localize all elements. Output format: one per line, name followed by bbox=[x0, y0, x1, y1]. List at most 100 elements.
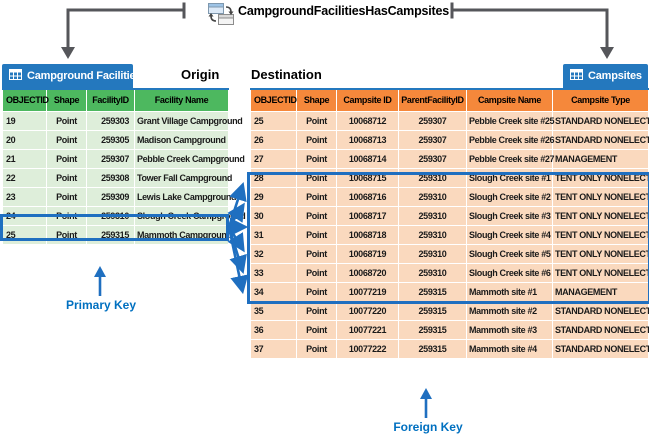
cell[interactable]: Point bbox=[296, 281, 337, 302]
cell[interactable]: 10068713 bbox=[336, 129, 399, 150]
cell[interactable]: Point bbox=[296, 243, 337, 264]
cell[interactable]: 10068716 bbox=[336, 186, 399, 207]
cell[interactable]: Point bbox=[46, 224, 87, 245]
tab-campground-facilities[interactable]: Campground Facilities ✕ bbox=[2, 64, 156, 88]
cell[interactable]: 10077222 bbox=[336, 338, 399, 359]
cell[interactable]: 25 bbox=[2, 224, 47, 245]
cell[interactable]: 10077219 bbox=[336, 281, 399, 302]
column-header[interactable]: OBJECTID bbox=[2, 88, 49, 112]
cell[interactable]: STANDARD NONELECTRIC bbox=[552, 110, 649, 131]
cell[interactable]: TENT ONLY NONELECTRIC bbox=[552, 186, 649, 207]
column-header[interactable]: OBJECTID bbox=[250, 88, 297, 112]
cell[interactable]: TENT ONLY NONELECTRIC bbox=[552, 205, 649, 226]
cell[interactable]: TENT ONLY NONELECTRIC bbox=[552, 167, 649, 188]
cell[interactable]: Mammoth site #2 bbox=[466, 300, 553, 321]
close-icon[interactable]: ✕ bbox=[146, 70, 156, 83]
cell[interactable]: Point bbox=[296, 148, 337, 169]
cell[interactable]: Slough Creek site #5 bbox=[466, 243, 553, 264]
column-header[interactable]: ParentFacilityID bbox=[398, 88, 467, 112]
column-header[interactable]: Shape bbox=[296, 88, 337, 112]
cell[interactable]: 259315 bbox=[86, 224, 135, 245]
cell[interactable]: 259310 bbox=[398, 186, 467, 207]
cell[interactable]: Slough Creek site #1 bbox=[466, 167, 553, 188]
cell[interactable]: 33 bbox=[250, 262, 297, 283]
cell[interactable]: 259315 bbox=[398, 319, 467, 340]
cell[interactable]: Tower Fall Campground bbox=[134, 167, 232, 188]
cell[interactable]: 22 bbox=[2, 167, 47, 188]
cell[interactable]: 36 bbox=[250, 319, 297, 340]
cell[interactable]: TENT ONLY NONELECTRIC bbox=[552, 224, 649, 245]
cell[interactable]: Slough Creek site #4 bbox=[466, 224, 553, 245]
cell[interactable]: 259307 bbox=[398, 129, 467, 150]
cell[interactable]: Point bbox=[296, 129, 337, 150]
cell[interactable]: Point bbox=[46, 186, 87, 207]
cell[interactable]: Point bbox=[296, 205, 337, 226]
cell[interactable]: Slough Creek Campground bbox=[134, 205, 246, 226]
column-header[interactable]: Facility Name bbox=[134, 88, 229, 112]
cell[interactable]: Mammoth site #3 bbox=[466, 319, 553, 340]
cell[interactable]: TENT ONLY NONELECTRIC bbox=[552, 262, 649, 283]
cell[interactable]: Slough Creek site #2 bbox=[466, 186, 553, 207]
cell[interactable]: 259310 bbox=[398, 167, 467, 188]
cell[interactable]: STANDARD NONELECTRIC bbox=[552, 319, 649, 340]
cell[interactable]: 10068712 bbox=[336, 110, 399, 131]
cell[interactable]: Pebble Creek site #26 bbox=[466, 129, 555, 150]
cell[interactable]: 30 bbox=[250, 205, 297, 226]
cell[interactable]: 259310 bbox=[398, 243, 467, 264]
cell[interactable]: 27 bbox=[250, 148, 297, 169]
cell[interactable]: 19 bbox=[2, 110, 47, 131]
cell[interactable]: TENT ONLY NONELECTRIC bbox=[552, 243, 649, 264]
cell[interactable]: Slough Creek site #3 bbox=[466, 205, 553, 226]
cell[interactable]: Slough Creek site #6 bbox=[466, 262, 553, 283]
cell[interactable]: Point bbox=[46, 110, 87, 131]
cell[interactable]: 259315 bbox=[398, 281, 467, 302]
cell[interactable]: 259310 bbox=[398, 262, 467, 283]
cell[interactable]: 259310 bbox=[398, 224, 467, 245]
cell[interactable]: 259315 bbox=[398, 338, 467, 359]
cell[interactable]: 259307 bbox=[398, 110, 467, 131]
cell[interactable]: STANDARD NONELECTRIC bbox=[552, 129, 649, 150]
cell[interactable]: 10068718 bbox=[336, 224, 399, 245]
cell[interactable]: Mammoth site #4 bbox=[466, 338, 553, 359]
cell[interactable]: MANAGEMENT bbox=[552, 281, 649, 302]
cell[interactable]: 35 bbox=[250, 300, 297, 321]
cell[interactable]: Point bbox=[296, 319, 337, 340]
cell[interactable]: Point bbox=[296, 338, 337, 359]
column-header[interactable]: Campsite Type bbox=[552, 88, 649, 112]
cell[interactable]: 10068719 bbox=[336, 243, 399, 264]
cell[interactable]: 20 bbox=[2, 129, 47, 150]
cell[interactable]: 10077220 bbox=[336, 300, 399, 321]
cell[interactable]: Point bbox=[46, 205, 87, 226]
cell[interactable]: 259305 bbox=[86, 129, 135, 150]
cell[interactable]: Mammoth site #1 bbox=[466, 281, 553, 302]
cell[interactable]: 259307 bbox=[398, 148, 467, 169]
cell[interactable]: STANDARD NONELECTRIC bbox=[552, 300, 649, 321]
cell[interactable]: 10068714 bbox=[336, 148, 399, 169]
cell[interactable]: Point bbox=[296, 167, 337, 188]
cell[interactable]: MANAGEMENT bbox=[552, 148, 649, 169]
cell[interactable]: 259307 bbox=[86, 148, 135, 169]
cell[interactable]: 37 bbox=[250, 338, 297, 359]
cell[interactable]: Point bbox=[46, 148, 87, 169]
cell[interactable]: 259303 bbox=[86, 110, 135, 131]
cell[interactable]: 23 bbox=[2, 186, 47, 207]
cell[interactable]: Pebble Creek Campground bbox=[134, 148, 245, 169]
column-header[interactable]: FacilityID bbox=[86, 88, 135, 112]
